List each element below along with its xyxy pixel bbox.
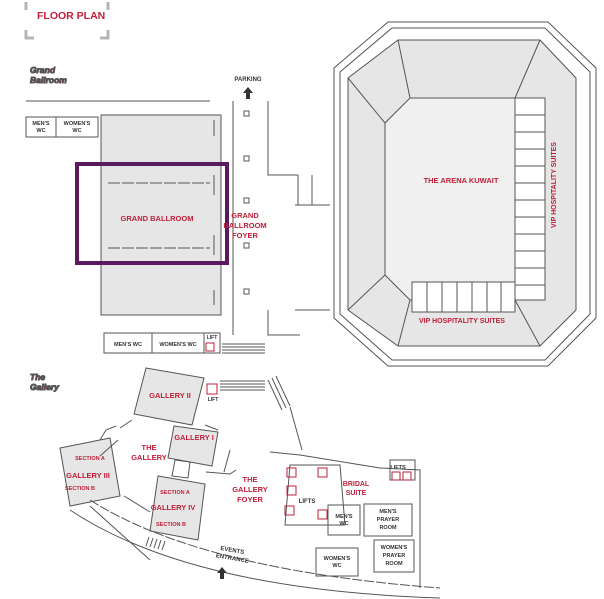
highlight-box (75, 162, 229, 265)
stairs-gallery (220, 375, 291, 411)
lift-ballroom-marker (205, 342, 215, 352)
section-title-gallery-1: The (30, 372, 45, 382)
section-a-iv-label: SECTION A (160, 490, 190, 496)
events-entrance-path (89, 499, 441, 589)
gallery-iii-label: GALLERY III (66, 471, 110, 480)
vip-right-label: VIP HOSPITALITY SUITES (551, 142, 558, 228)
header: FLOOR PLAN (24, 2, 110, 40)
mens-prayer-room (363, 503, 413, 537)
gallery-i-room (167, 425, 219, 467)
mens-wc-gallery-label-2: WC (339, 521, 348, 527)
grand-ballroom-room (100, 114, 222, 316)
gallery-outer-walls (89, 424, 231, 561)
lift-gallery-label: LIFT (208, 397, 219, 403)
entrance-arrow-icon (217, 567, 227, 579)
gallery-link-wall (289, 406, 303, 451)
section-title-grand-ballroom-2: Ballroom (30, 75, 67, 85)
gallery-i-label: GALLERY I (174, 433, 214, 442)
vip-suites-bottom (411, 281, 516, 313)
parking-arrow-icon (243, 87, 253, 99)
foyer-label-3: FOYER (232, 231, 258, 240)
lift-ballroom (203, 332, 221, 354)
lifts-right-label: LIFTS (390, 465, 406, 471)
events-entrance-label-2: ENTRANCE (215, 553, 249, 565)
lifts-middle-block (284, 464, 346, 526)
events-entrance-label-1: EVENTS (220, 546, 245, 556)
section-b-iv-label: SECTION B (156, 522, 186, 528)
arena-inner (339, 27, 591, 361)
womens-wc-bottom-label: WOMEN'S WC (159, 342, 196, 348)
gallery-foyer-label-2: GALLERY (232, 485, 268, 494)
foyer-columns (243, 110, 250, 295)
grand-ballroom-label: GRAND BALLROOM (121, 214, 194, 223)
section-title-grand-ballroom-1: Grand (30, 65, 56, 75)
ballroom-foyer-walls (232, 101, 300, 336)
womens-prayer-label-3: ROOM (385, 561, 403, 567)
vip-suites-right (514, 97, 546, 301)
gallery-ii-label: GALLERY II (149, 391, 191, 400)
stairs-gallery-bottom (145, 536, 166, 551)
mens-wc-gallery-label-1: MEN'S (335, 514, 353, 520)
the-gallery-label-2: GALLERY (131, 453, 167, 462)
lift-gallery-marker (206, 383, 218, 395)
gallery-iv-label: GALLERY IV (151, 503, 196, 512)
section-a-iii-label: SECTION A (75, 456, 105, 462)
mens-wc-top (25, 116, 57, 138)
arena-court (384, 97, 516, 301)
mens-wc-top-label-1: MEN'S (32, 121, 50, 127)
womens-prayer-label-1: WOMEN'S (381, 545, 408, 551)
stairs-ballroom (222, 343, 265, 354)
mens-prayer-label-2: PRAYER (377, 517, 399, 523)
mens-wc-gallery (327, 504, 361, 536)
mens-prayer-label-1: MEN'S (379, 509, 397, 515)
parking-label: PARKING (234, 77, 262, 83)
title-frame (24, 2, 110, 40)
womens-wc-top-label-1: WOMEN'S (64, 121, 91, 127)
gallery-foyer-walls (269, 451, 421, 588)
foyer-link-walls (295, 175, 330, 311)
foyer-label-1: GRAND (231, 211, 259, 220)
mens-wc-top-label-2: WC (36, 128, 45, 134)
bridal-suite-label-2: SUITE (346, 490, 367, 497)
womens-prayer-label-2: PRAYER (383, 553, 405, 559)
gallery-iv-room (149, 475, 206, 541)
mens-prayer-label-3: ROOM (379, 525, 397, 531)
gallery-iii-room (59, 437, 121, 507)
womens-wc-gallery (315, 547, 359, 577)
womens-prayer-room (373, 539, 415, 573)
gallery-foyer-label-1: THE (243, 475, 258, 484)
womens-wc-top (55, 116, 99, 138)
the-gallery-label-1: THE (142, 443, 157, 452)
vip-bottom-label: VIP HOSPITALITY SUITES (419, 318, 505, 325)
bridal-suite-label-1: BRIDAL (343, 481, 370, 488)
arena-outer (333, 21, 597, 367)
mens-wc-bottom-label: MEN'S WC (114, 342, 142, 348)
lift-ballroom-label: LIFT (207, 335, 218, 341)
womens-wc-gallery-label-1: WOMEN'S (324, 556, 351, 562)
section-title-gallery-2: Gallery (30, 382, 60, 392)
lifts-middle-label: LIFTS (299, 499, 316, 505)
gallery-ii-room (133, 367, 205, 426)
arena-label: THE ARENA KUWAIT (424, 176, 499, 185)
gallery-inner-walls (99, 419, 237, 513)
gallery-lobby (171, 459, 191, 479)
gallery-foyer-label-3: FOYER (237, 495, 263, 504)
womens-wc-top-label-2: WC (72, 128, 81, 134)
womens-wc-gallery-label-2: WC (332, 563, 341, 569)
page-title: FLOOR PLAN (37, 10, 105, 22)
foyer-label-2: BALLROOM (223, 221, 266, 230)
section-b-iii-label: SECTION B (65, 486, 95, 492)
